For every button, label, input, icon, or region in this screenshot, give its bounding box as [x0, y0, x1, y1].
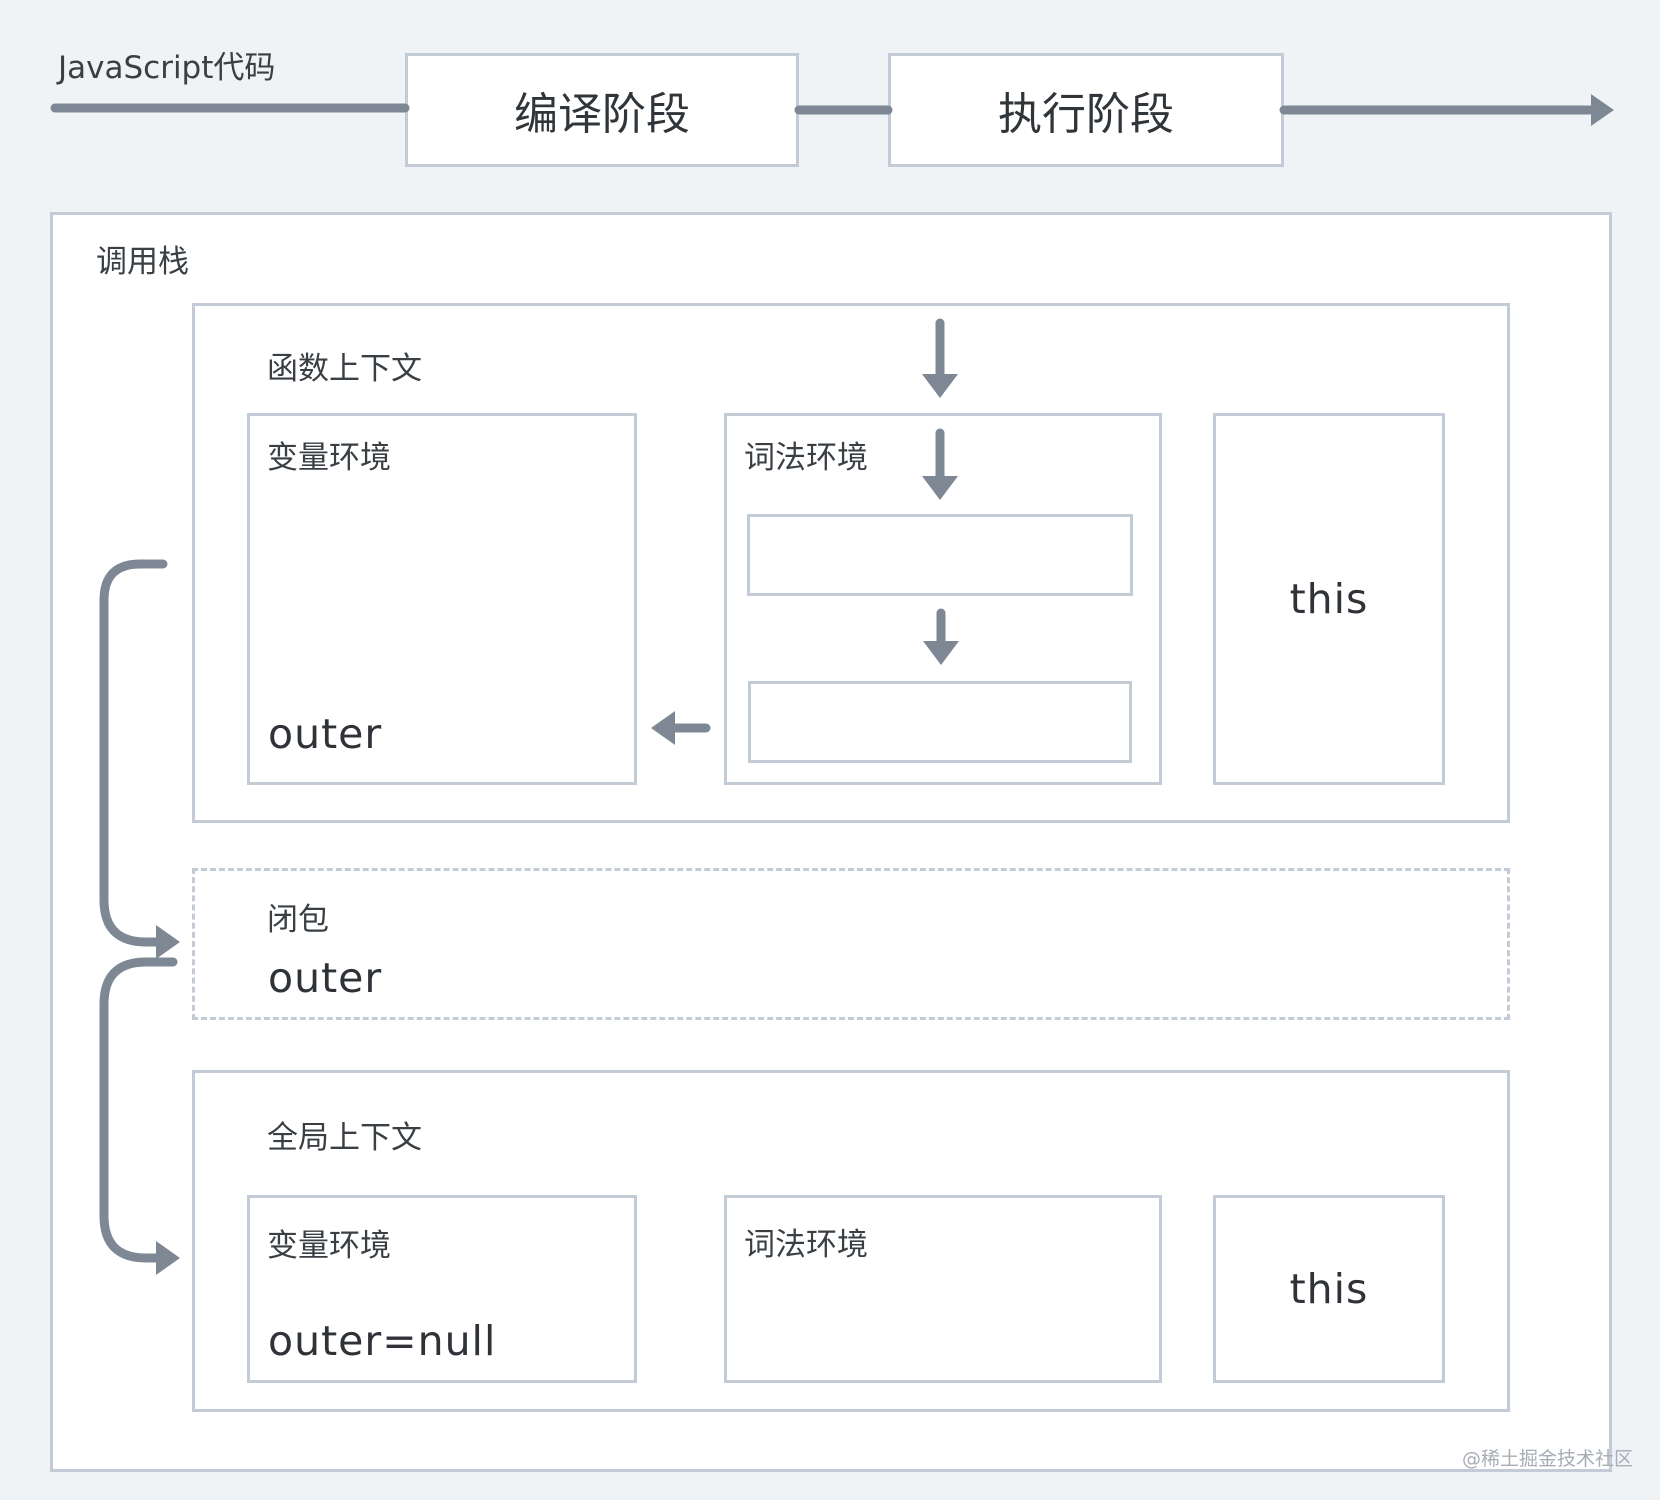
global-lexical-env-box: [724, 1195, 1162, 1383]
function-lexical-env-title: 词法环境: [744, 440, 868, 476]
global-variable-env-box: [247, 1195, 637, 1383]
down-arrow-head-1: [922, 374, 958, 398]
function-variable-env-title: 变量环境: [267, 440, 391, 476]
global-context-title: 全局上下文: [267, 1120, 422, 1156]
global-this-box: this: [1213, 1195, 1445, 1383]
global-variable-env-title: 变量环境: [267, 1228, 391, 1264]
closure-box: [192, 868, 1510, 1020]
pipeline-arrow-head: [1591, 94, 1614, 126]
function-this-box: this: [1213, 413, 1445, 785]
compile-stage-label: 编译阶段: [514, 89, 690, 140]
execute-stage-label: 执行阶段: [998, 89, 1174, 140]
bracket-arrow-head-global: [156, 1241, 180, 1275]
down-arrow-head-3: [923, 641, 959, 665]
function-this-label: this: [1289, 575, 1369, 623]
function-variable-env-box: [247, 413, 637, 785]
left-arrow-head: [651, 711, 675, 745]
watermark-text: @稀土掘金技术社区: [1462, 1448, 1634, 1470]
lexical-stack-slot-1: [747, 514, 1133, 596]
lexical-stack-slot-2: [748, 681, 1132, 763]
bracket-arrow-head-closure: [156, 925, 180, 959]
global-lexical-env-title: 词法环境: [744, 1227, 868, 1263]
call-stack-title: 调用栈: [96, 244, 189, 280]
bracket-closure-to-global: [99, 957, 178, 1263]
function-variable-env-value: outer: [268, 710, 383, 758]
source-code-label: JavaScript代码: [58, 50, 276, 86]
global-this-label: this: [1289, 1265, 1369, 1313]
bracket-function-to-closure: [99, 559, 173, 947]
closure-title: 闭包: [267, 902, 329, 938]
function-context-title: 函数上下文: [267, 351, 422, 387]
compile-stage-box: 编译阶段: [405, 53, 799, 167]
global-variable-env-value: outer=null: [268, 1317, 497, 1365]
closure-value: outer: [268, 954, 383, 1002]
down-arrow-head-2: [922, 476, 958, 500]
